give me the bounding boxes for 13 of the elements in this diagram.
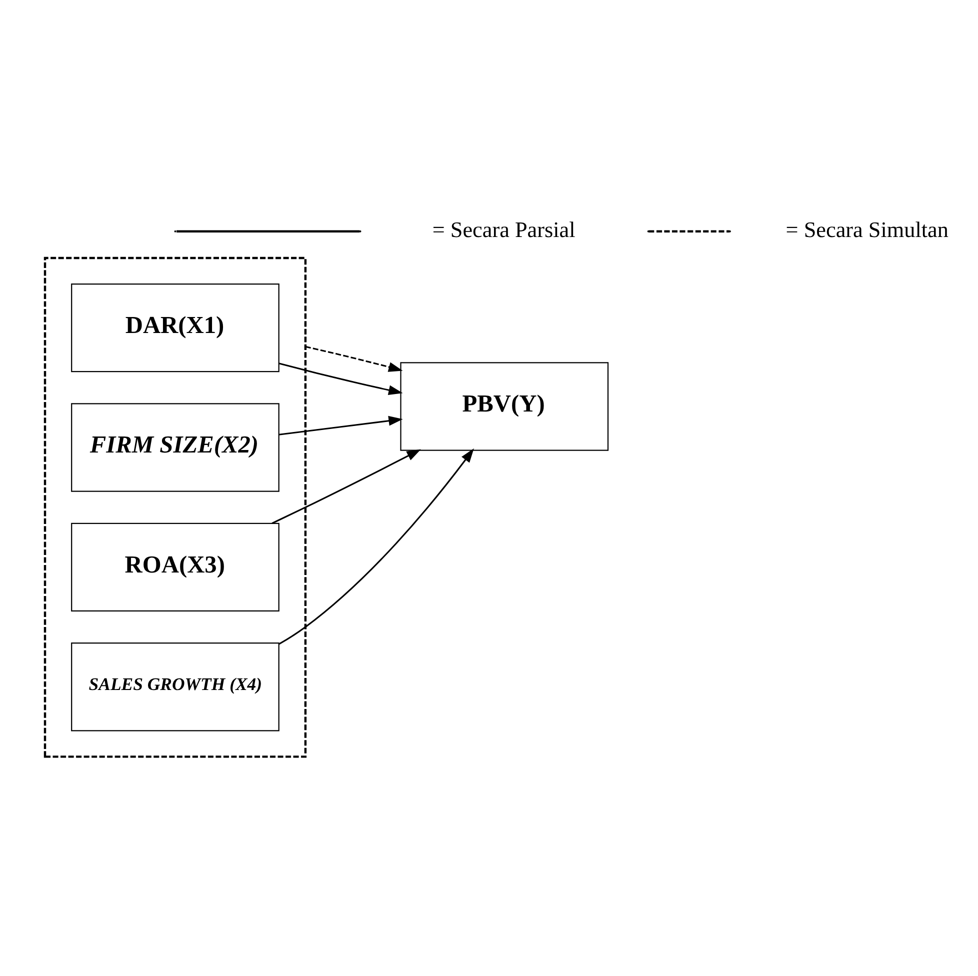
arrow xyxy=(278,362,403,394)
node-box: ROA(X3) xyxy=(71,522,280,612)
node-box: SALES GROWTH (X4) xyxy=(71,642,280,731)
arrow xyxy=(278,448,474,644)
node-box: FIRM SIZE(X2) xyxy=(71,402,280,492)
node-box: DAR(X1) xyxy=(71,282,280,372)
arrow xyxy=(278,415,403,435)
legend-label: = Secara Simultan xyxy=(786,216,948,242)
node-box: PBV(Y) xyxy=(400,362,609,450)
arrow xyxy=(305,345,403,372)
arrow xyxy=(272,448,421,524)
cluster xyxy=(44,256,307,758)
legend-label: = Secara Parsial xyxy=(432,216,576,242)
